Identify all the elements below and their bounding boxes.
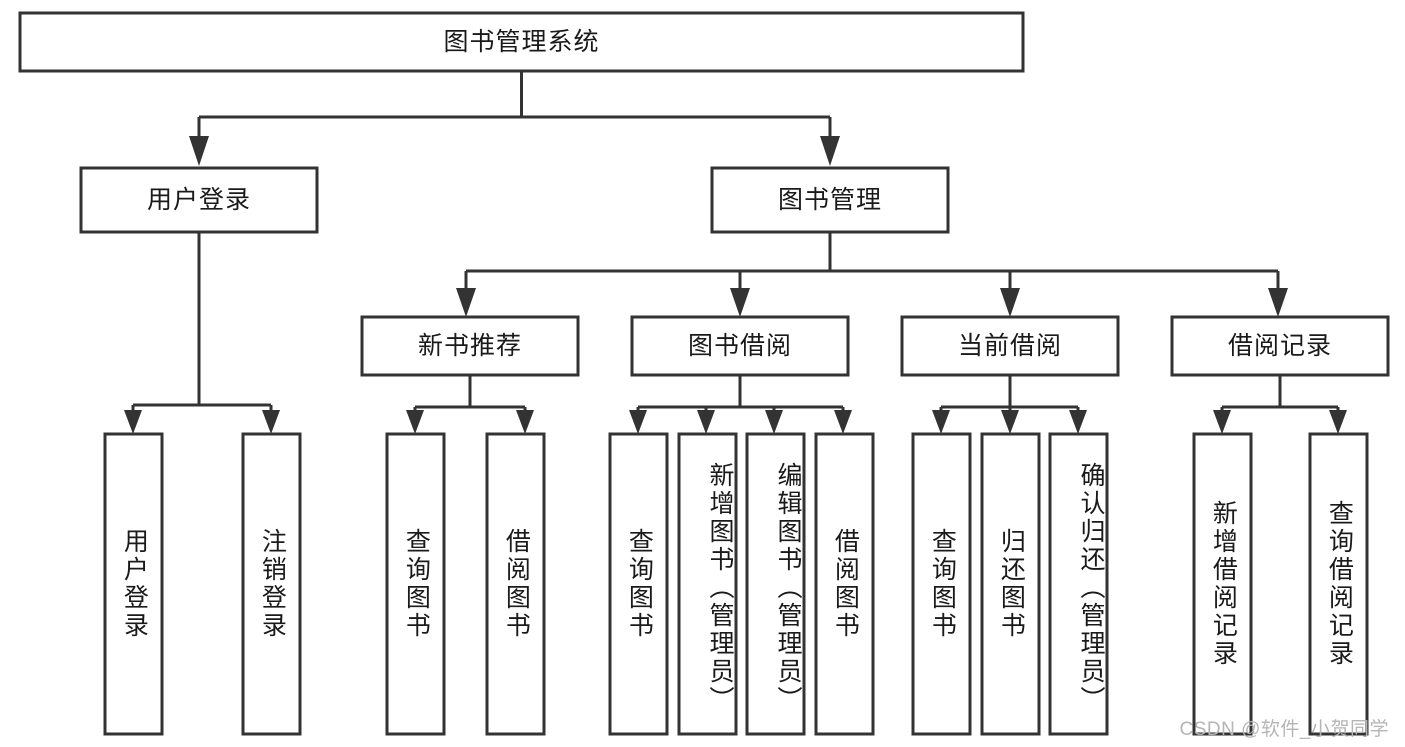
arrow-to-new-book-rec — [456, 288, 476, 317]
arrow-to-query-book-2 — [629, 410, 647, 434]
arrow-to-borrow-book-2 — [834, 410, 852, 434]
connector-group-book-mgmt — [456, 232, 1288, 317]
arrow-to-add-record — [1213, 410, 1231, 434]
arrow-to-logout-login-leaf — [262, 410, 280, 434]
node-box-l-query-record[interactable] — [1308, 432, 1369, 736]
node-box-l-edit-book[interactable] — [745, 432, 806, 736]
node-box-l-user-login[interactable] — [103, 432, 164, 736]
arrow-root-to-book-mgmt — [820, 136, 840, 166]
arrow-to-borrow-record — [1268, 288, 1288, 317]
arrow-to-confirm-return — [1069, 410, 1087, 434]
arrow-to-return-book — [1001, 410, 1019, 434]
arrow-to-user-login-leaf — [124, 410, 142, 434]
connector-group-new-book-rec — [406, 375, 534, 434]
node-box-user-login[interactable] — [79, 166, 319, 234]
connector-group-borrow-record — [1213, 375, 1347, 434]
node-box-current-borrow[interactable] — [900, 315, 1120, 377]
arrow-root-to-user-login — [189, 136, 209, 166]
arrow-to-query-book-1 — [406, 410, 424, 434]
connector-group-user-login — [124, 232, 280, 434]
node-box-l-add-record[interactable] — [1192, 432, 1253, 736]
connector-group-current-borrow — [932, 375, 1087, 434]
node-box-l-add-book[interactable] — [677, 432, 738, 736]
arrow-to-book-borrow — [730, 288, 750, 317]
node-box-book-mgmt[interactable] — [710, 166, 950, 234]
node-box-l-borrow-book-1[interactable] — [485, 432, 546, 736]
node-box-root[interactable] — [18, 11, 1025, 73]
node-box-l-return-book[interactable] — [980, 432, 1041, 736]
arrow-to-current-borrow — [1000, 288, 1020, 317]
arrow-to-query-book-3 — [932, 410, 950, 434]
node-box-l-query-book-3[interactable] — [911, 432, 972, 736]
node-box-book-borrow[interactable] — [630, 315, 850, 377]
arrow-to-query-record — [1329, 410, 1347, 434]
arrow-to-borrow-book-1 — [516, 410, 534, 434]
arrow-to-edit-book — [765, 410, 783, 434]
arrow-to-add-book — [697, 410, 715, 434]
node-box-l-confirm-return[interactable] — [1048, 432, 1109, 736]
node-box-l-query-book-1[interactable] — [385, 432, 446, 736]
node-box-l-logout-login[interactable] — [241, 432, 302, 736]
node-box-l-query-book-2[interactable] — [608, 432, 669, 736]
connector-group-book-borrow — [629, 375, 852, 434]
node-box-new-book-rec[interactable] — [360, 315, 580, 377]
node-box-l-borrow-book-2[interactable] — [814, 432, 875, 736]
node-box-borrow-record[interactable] — [1170, 315, 1390, 377]
connector-group-root — [189, 71, 840, 166]
